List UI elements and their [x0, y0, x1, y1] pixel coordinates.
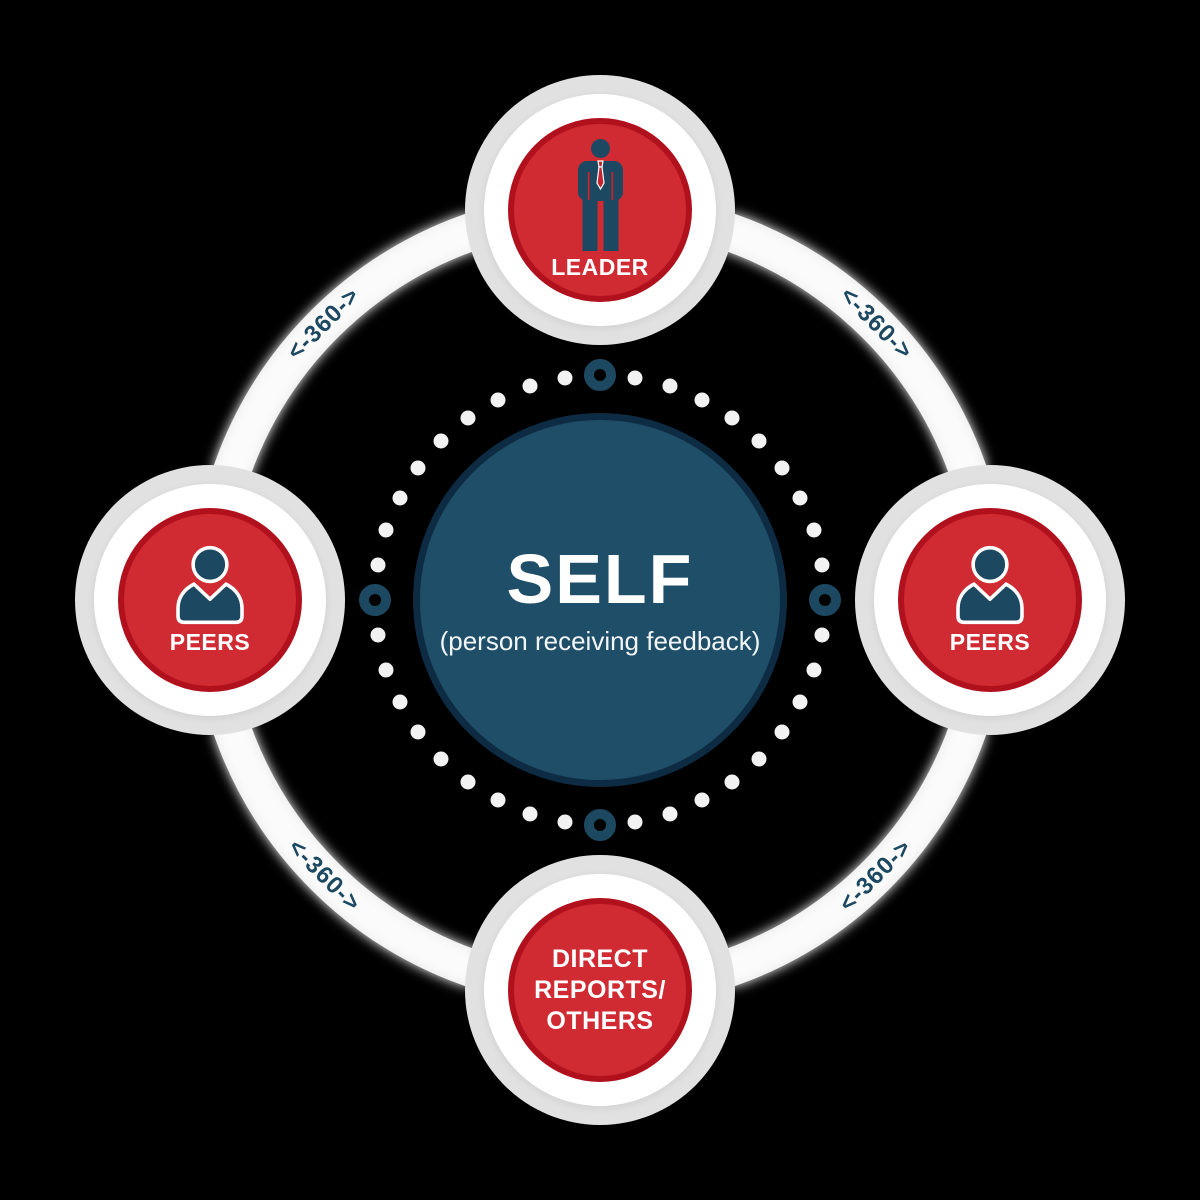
ring-dot: [392, 490, 408, 506]
peers-red-circle: PEERS: [118, 508, 302, 692]
ring-dot: [814, 627, 830, 643]
node-peers-right: PEERS: [855, 465, 1125, 735]
ring-highlight-bottom-left: [214, 714, 486, 986]
node-direct-reports: DIRECT REPORTS/ OTHERS: [465, 855, 735, 1125]
ring-dot: [490, 392, 506, 408]
person-icon: [956, 545, 1024, 625]
ring-dot: [792, 694, 808, 710]
peers-red-circle: PEERS: [898, 508, 1082, 692]
ring-dot: [460, 410, 476, 426]
ring-dot: [814, 557, 830, 573]
node-label: LEADER: [551, 254, 649, 280]
direct-reports-red-circle: DIRECT REPORTS/ OTHERS: [508, 898, 692, 1082]
ring-dot: [433, 433, 449, 449]
self-title: SELF: [506, 539, 694, 618]
node-leader: LEADER: [465, 75, 735, 345]
ring-dot: [627, 814, 643, 830]
node-label: DIRECT REPORTS/ OTHERS: [534, 944, 666, 1035]
leader-red-circle: LEADER: [508, 118, 692, 302]
ring-dot: [806, 662, 822, 678]
cardinal-ring-marker: [584, 359, 616, 391]
ring-dot: [410, 724, 426, 740]
ring-dot: [806, 522, 822, 538]
ring-dot: [662, 378, 678, 394]
ring-dot: [370, 557, 386, 573]
ring-dot: [724, 774, 740, 790]
ring-dot: [694, 392, 710, 408]
person-icon: [176, 545, 244, 625]
node-label: PEERS: [169, 629, 251, 655]
ring-highlight-bottom-right: [714, 714, 986, 986]
ring-dot: [522, 378, 538, 394]
ring-dot: [627, 370, 643, 386]
ring-dot: [378, 522, 394, 538]
cardinal-ring-marker: [809, 584, 841, 616]
self-circle: SELF (person receiving feedback): [413, 413, 787, 787]
cardinal-ring-marker: [584, 809, 616, 841]
ring-dot: [433, 751, 449, 767]
ring-dot: [724, 410, 740, 426]
ring-dot: [662, 806, 678, 822]
node-label: PEERS: [949, 629, 1031, 655]
ring-dot: [694, 792, 710, 808]
ring-highlight-top-right: [714, 214, 986, 486]
ring-highlight-top-left: [214, 214, 486, 486]
self-subtitle: (person receiving feedback): [439, 625, 761, 656]
ring-dot: [557, 370, 573, 386]
ring-dot: [751, 751, 767, 767]
ring-dot: [392, 694, 408, 710]
ring-dot: [460, 774, 476, 790]
node-peers-left: PEERS: [75, 465, 345, 735]
ring-dot: [557, 814, 573, 830]
ring-dot: [774, 460, 790, 476]
ring-dot: [410, 460, 426, 476]
ring-dot: [370, 627, 386, 643]
ring-dot: [774, 724, 790, 740]
ring-dot: [490, 792, 506, 808]
ring-dot: [378, 662, 394, 678]
ring-dot: [522, 806, 538, 822]
ring-dot: [792, 490, 808, 506]
ring-dot: [751, 433, 767, 449]
cardinal-ring-marker: [359, 584, 391, 616]
business-person-icon: [577, 139, 623, 251]
